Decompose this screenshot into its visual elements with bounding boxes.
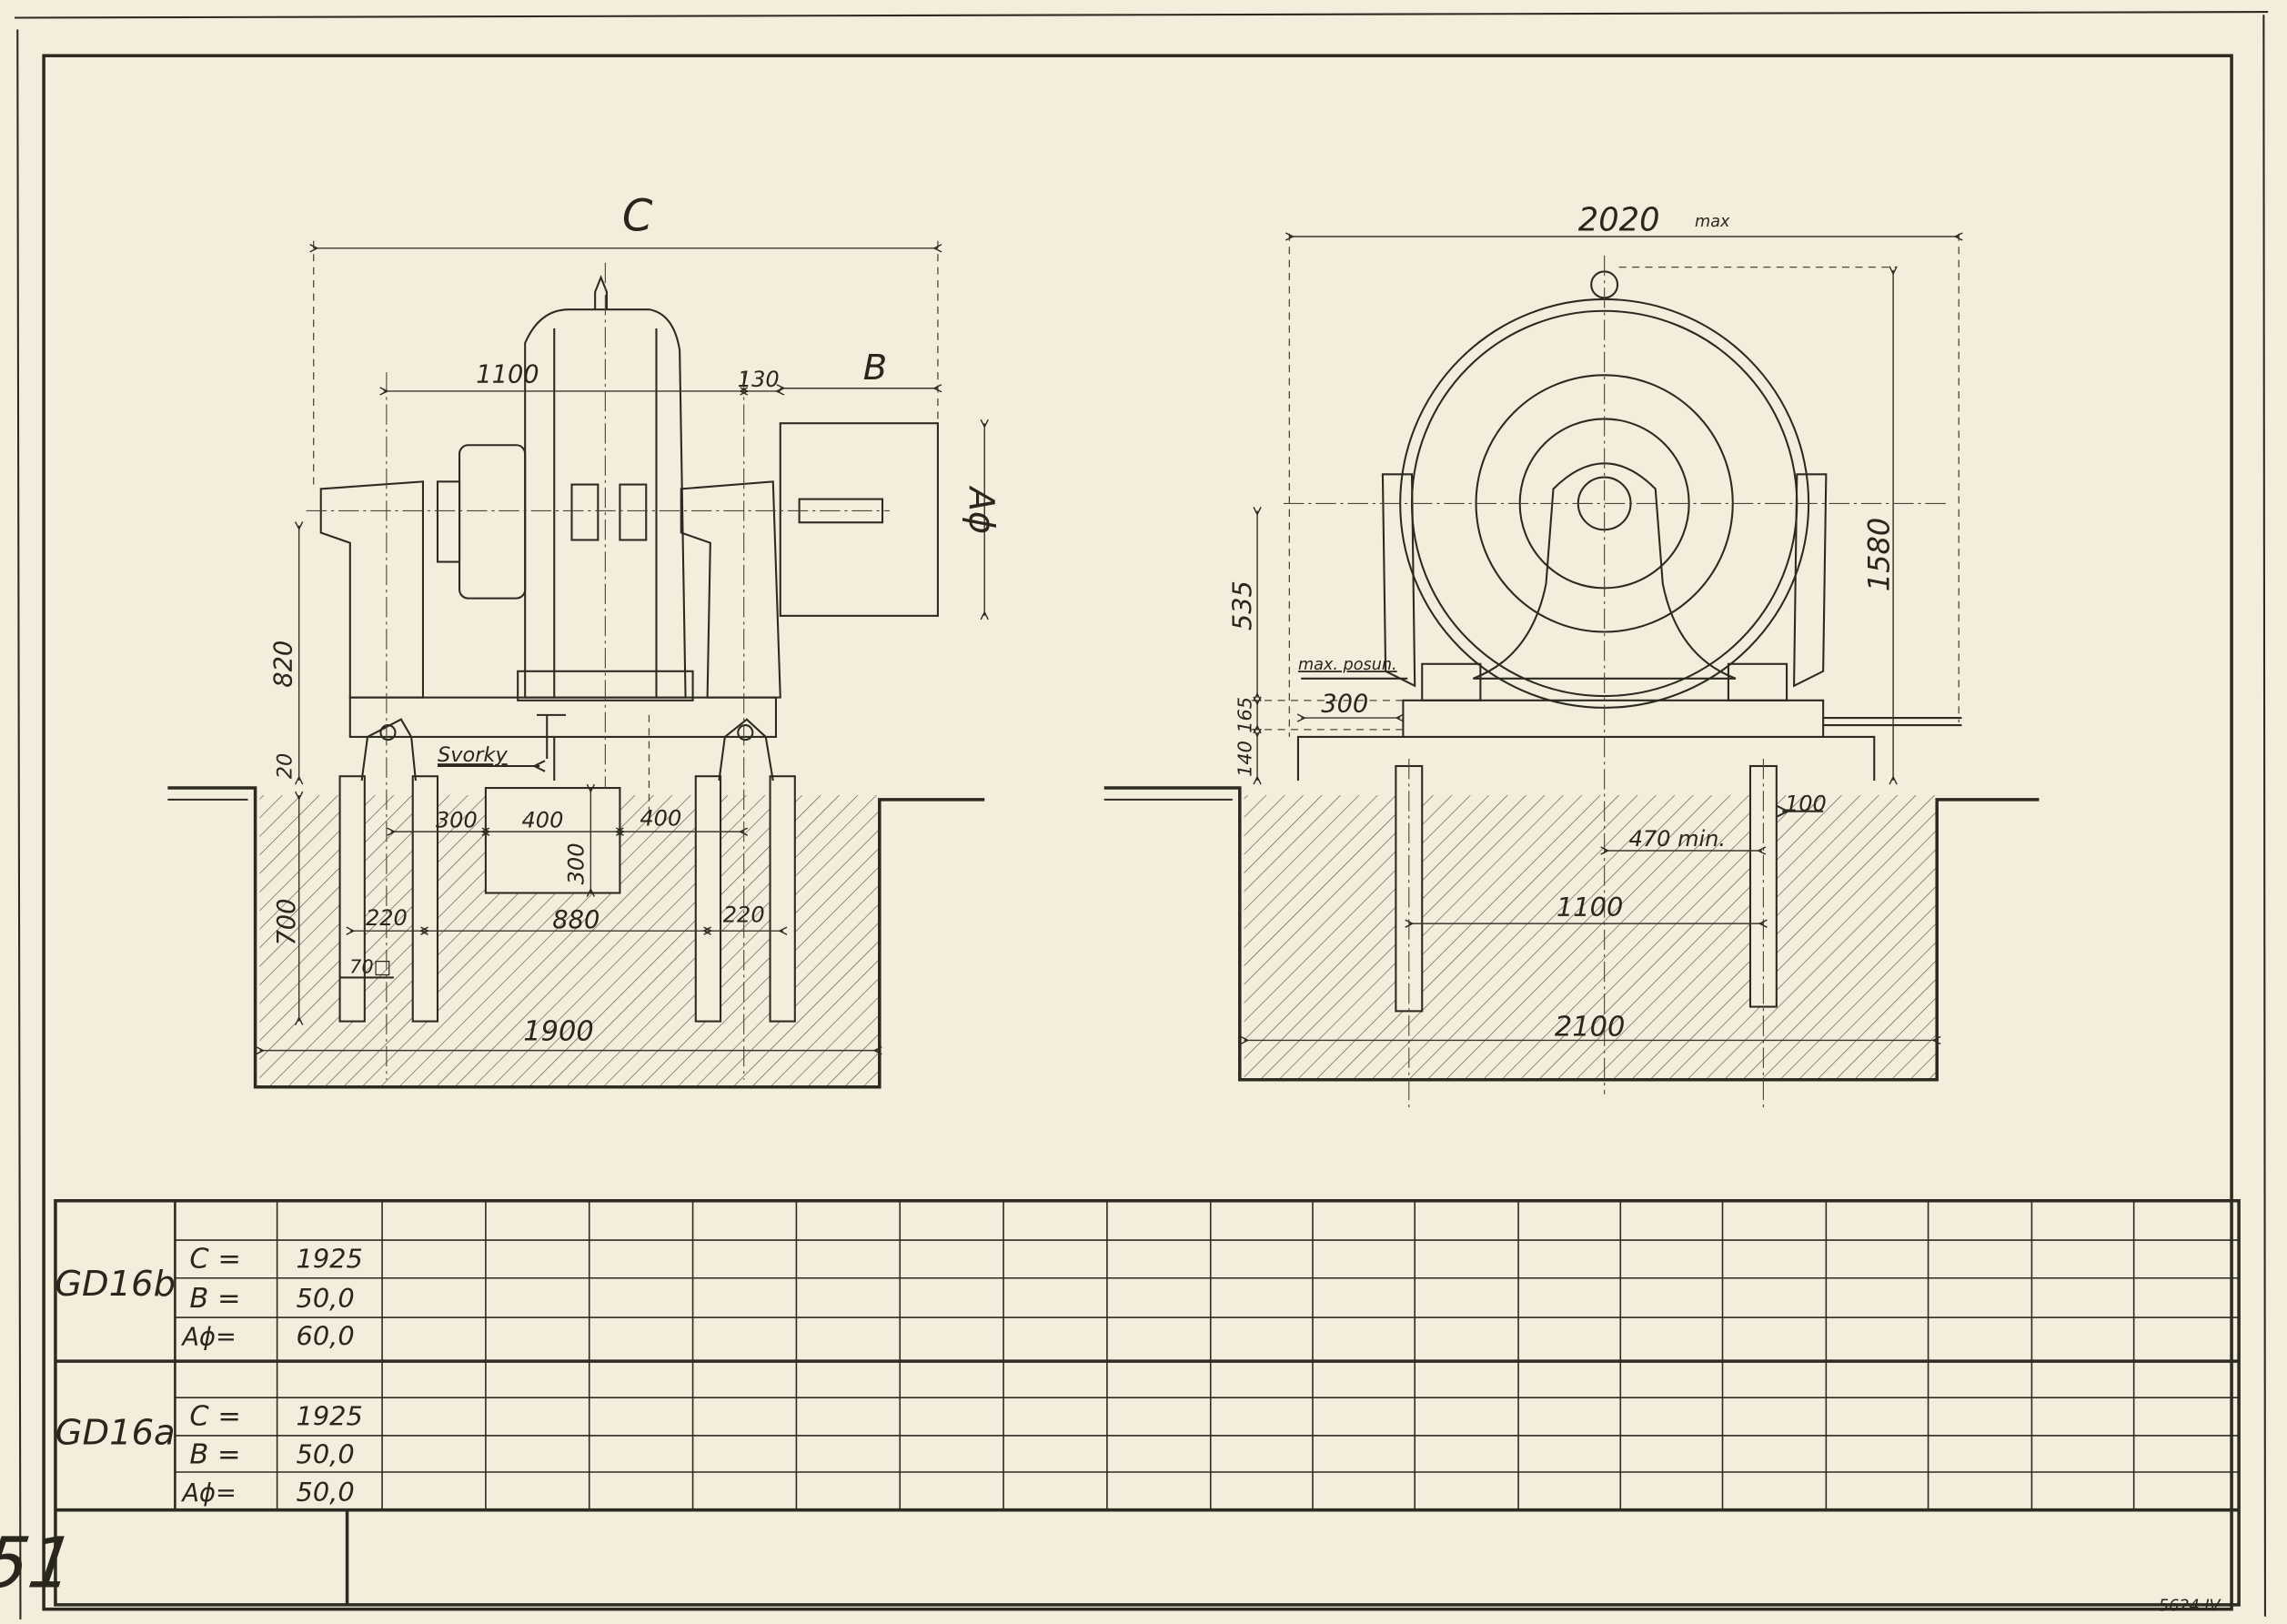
dim-foundation-length: 1900 xyxy=(523,1015,594,1047)
dim-bolt-hole-end: 100 xyxy=(1785,792,1827,817)
param-label: B = xyxy=(189,1283,240,1315)
param-value: 1925 xyxy=(296,1401,362,1432)
end-view: 2020 max 1580 535 165 140 max. posun. 30… xyxy=(1103,202,2040,1109)
param-label: Aϕ= xyxy=(180,1324,236,1352)
drawing-number: 5951 xyxy=(0,1523,79,1605)
param-label: Aϕ= xyxy=(180,1479,236,1508)
dim-slide-value: 300 xyxy=(1321,691,1368,719)
param-value: 1925 xyxy=(296,1244,362,1275)
dim-shaft-span: 1100 xyxy=(476,360,539,388)
dim-foundation-width: 2100 xyxy=(1555,1012,1626,1044)
variant-table: GD16b C = 1925 B = 50,0 Aϕ= 60,0 GD16a C… xyxy=(0,1199,2241,1615)
dim-overall-height: 1580 xyxy=(1861,518,1896,592)
dim-overall-width: 2020 xyxy=(1578,202,1660,239)
terminals-label: Svorky xyxy=(438,743,508,767)
dim-bolt-spacing-right: 220 xyxy=(723,903,765,928)
param-value: 50,0 xyxy=(296,1283,354,1314)
sheet-border xyxy=(15,11,2269,1619)
dim-base-gap: 20 xyxy=(274,753,297,780)
param-label: C = xyxy=(189,1401,240,1433)
dim-shaft-height-end: 535 xyxy=(1227,580,1258,630)
model-name: GD16a xyxy=(55,1413,176,1454)
dim-overall-width-note: max xyxy=(1695,213,1730,231)
variant-gd16b: GD16b C = 1925 B = 50,0 Aϕ= 60,0 xyxy=(55,1244,363,1352)
slide-label: max. posun. xyxy=(1298,656,1397,674)
dim-foundation-depth: 700 xyxy=(273,899,301,946)
param-value: 60,0 xyxy=(296,1321,354,1352)
dim-overall-length: C xyxy=(622,191,653,242)
dim-extension-diameter: Aϕ xyxy=(961,485,1002,535)
dim-frame-height: 165 xyxy=(1234,697,1256,733)
param-label: B = xyxy=(189,1438,240,1470)
dim-bolt-spacing-left: 220 xyxy=(366,905,408,931)
variant-gd16a: GD16a C = 1925 B = 50,0 Aϕ= 50,0 xyxy=(55,1401,363,1508)
dim-pocket-offset-right: 400 xyxy=(640,806,681,832)
dim-pocket-offset: 300 xyxy=(436,807,478,832)
dim-pocket-depth: 300 xyxy=(563,842,589,884)
dim-shaft-height: 820 xyxy=(270,641,298,688)
dim-base-height: 140 xyxy=(1234,741,1256,777)
param-value: 50,0 xyxy=(296,1438,354,1469)
terminal-pocket xyxy=(484,787,621,894)
dim-min-clearance: 470 min. xyxy=(1629,826,1726,852)
dim-bolt-spacing-center: 880 xyxy=(552,906,599,934)
dim-extension-length: B xyxy=(863,348,887,388)
side-view: C 1100 130 B Aϕ 820 20 Svorky 300 400 40… xyxy=(167,191,1002,1089)
dim-pocket-width: 400 xyxy=(521,807,563,832)
param-value: 50,0 xyxy=(296,1477,354,1508)
dim-gap: 130 xyxy=(738,367,780,392)
dim-bolt-spacing-end: 1100 xyxy=(1557,892,1623,923)
model-name: GD16b xyxy=(55,1264,176,1305)
foundation-hatch-end xyxy=(1244,795,1938,1080)
param-label: C = xyxy=(189,1244,240,1276)
dim-bolt-hole: 70□ xyxy=(349,956,391,978)
sheet-code: 5624 IV xyxy=(2159,1597,2222,1615)
